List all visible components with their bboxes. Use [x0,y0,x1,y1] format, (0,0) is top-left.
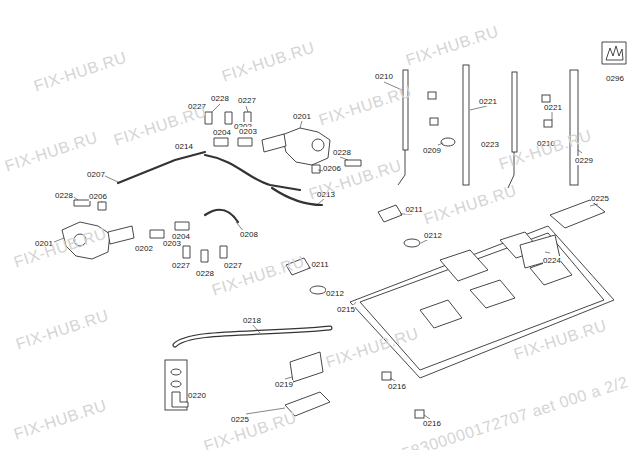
watermark: FIX-HUB.RU [201,409,298,450]
callout-number: 0228 [211,94,229,103]
callout-number: 0206 [323,164,341,173]
watermark: FIX-HUB.RU [3,129,100,176]
watermark: FIX-HUB.RU [111,103,208,150]
watermark: FIX-HUB.RU [403,23,500,70]
callout-number: 0202 [135,244,153,253]
watermark: FIX-HUB.RU [11,397,108,444]
watermark: FIX-HUB.RU [13,307,110,354]
callout-number: 0212 [326,289,344,298]
callout-number: 0227 [224,261,242,270]
callout-number: 0210 [375,72,393,81]
callout-number: 0229 [575,156,593,165]
callout-number: 0221 [544,103,562,112]
callout-number: 0208 [240,230,258,239]
callout-number: 0216 [423,419,441,428]
callout-number: 0223 [481,140,499,149]
callout-number: 0218 [243,316,261,325]
callout-number: 0204 [213,128,231,137]
callout-number: 0224 [543,256,561,265]
callout-number: 0228 [196,269,214,278]
callout-number: 0216 [388,382,406,391]
watermark: FIX-HUB.RU [316,83,413,130]
callout-number: 0225 [231,415,249,424]
callout-number: 0211 [405,205,422,214]
callout-number: 0220 [188,391,206,400]
watermark: FIX-HUB.RU [496,127,593,174]
callout-number: 0228 [333,148,351,157]
callout-number: 0204 [172,232,190,241]
callout-number: 0209 [423,146,441,155]
callout-number: 0215 [337,305,355,314]
callout-number: 0211 [311,260,328,269]
callout-number: 0206 [89,192,107,201]
callout-number: 0296 [606,74,624,83]
callout-number: 0225 [591,194,609,203]
callout-number: 0201 [293,112,311,121]
watermark: 58300000172707 aet 000 a 2/2 [400,373,630,450]
callout-number: 0212 [424,231,442,240]
watermark: FIX-HUB.RU [31,49,128,96]
callout-number: 0221 [479,97,497,106]
watermark: FIX-HUB.RU [421,182,518,229]
callout-number: 0219 [275,380,293,389]
callout-number: 0227 [172,261,190,270]
callout-number: 0203 [239,127,257,136]
callout-number: 0227 [238,96,256,105]
callout-number: 0207 [87,170,105,179]
watermark: FIX-HUB.RU [219,39,316,86]
callout-number: 0228 [55,191,73,200]
callout-number: 0214 [175,142,193,151]
